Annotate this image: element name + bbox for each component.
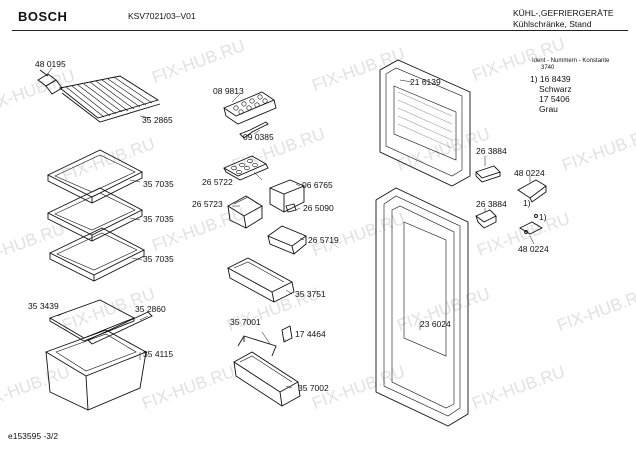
glass-plate: [48, 299, 136, 342]
fridge-door: [375, 187, 469, 427]
handle-lower: [519, 214, 543, 235]
butter-box: [227, 195, 263, 229]
ident-line-2: Schwarz: [539, 84, 572, 94]
glass-shelf-1: [46, 149, 143, 204]
door-shelf-small: [267, 225, 307, 255]
ident-line-1: 1) 16 8439: [530, 74, 571, 84]
part-label: 26 3884: [476, 199, 507, 209]
clip-part-480195: [37, 69, 63, 95]
bottle-rail: [237, 335, 277, 357]
part-label: 35 2865: [142, 115, 173, 125]
part-label: 26 5722: [202, 177, 233, 187]
part-label: 21 6139: [410, 77, 441, 87]
part-label: 26 5723: [192, 199, 223, 209]
ice-tray: [223, 91, 277, 125]
part-label: 35 7002: [298, 383, 329, 393]
header-divider: [12, 30, 628, 31]
wire-shelf: [58, 75, 161, 123]
ident-line-4: Grau: [539, 104, 558, 114]
ice-scraper: [239, 121, 269, 139]
ident-title: Ident - Nummern - Konstante: [532, 58, 610, 64]
part-label: 35 7035: [143, 254, 174, 264]
ident-number: 3740: [541, 65, 555, 71]
part-label: 35 3439: [28, 301, 59, 311]
part-label: 35 3751: [295, 289, 326, 299]
ident-line-3: 17 5406: [539, 94, 570, 104]
door-shelf-large: [227, 257, 295, 303]
part-label: 35 7035: [143, 214, 174, 224]
part-label: 48 0224: [518, 244, 549, 254]
hinge-cover-top: [475, 165, 501, 183]
part-label: 48 0195: [35, 59, 66, 69]
handle-upper: [517, 179, 547, 203]
category-title: KÜHL-,GEFRIERGERÄTE: [513, 8, 614, 18]
hinge-cover-bottom: [475, 209, 497, 229]
model-number: KSV7021/03–V01: [128, 11, 196, 21]
glass-shelf-2: [46, 187, 143, 242]
crisper-drawer: [44, 329, 148, 411]
part-label: 26 3884: [476, 146, 507, 156]
part-label: 23 6024: [420, 319, 451, 329]
part-label: 35 7001: [230, 317, 261, 327]
part-label: 09 0385: [243, 132, 274, 142]
footnote-marker: 1): [523, 198, 531, 208]
freezer-door: [379, 59, 471, 187]
part-label: 08 9813: [213, 86, 244, 96]
brand-logo: BOSCH: [18, 9, 68, 24]
part-label: 26 5719: [308, 235, 339, 245]
subcategory-title: Kühlschränke, Stand: [513, 19, 592, 29]
cheese-box: [268, 179, 306, 213]
rail-clip: [281, 325, 293, 343]
part-label: 35 7035: [143, 179, 174, 189]
footnote-marker: 1): [539, 212, 547, 222]
document-id: e153595 -3/2: [8, 431, 59, 441]
part-label: 48 0224: [514, 168, 545, 178]
trim-strip: [87, 311, 153, 345]
part-label: 35 2860: [135, 304, 166, 314]
egg-tray: [222, 155, 269, 181]
part-label: 17 4464: [295, 329, 326, 339]
glass-shelf-3: [48, 227, 145, 282]
part-label: 06 6765: [302, 180, 333, 190]
bottle-shelf: [233, 351, 301, 407]
part-label: 35 4115: [143, 349, 174, 359]
part-label: 26 5090: [303, 203, 334, 213]
